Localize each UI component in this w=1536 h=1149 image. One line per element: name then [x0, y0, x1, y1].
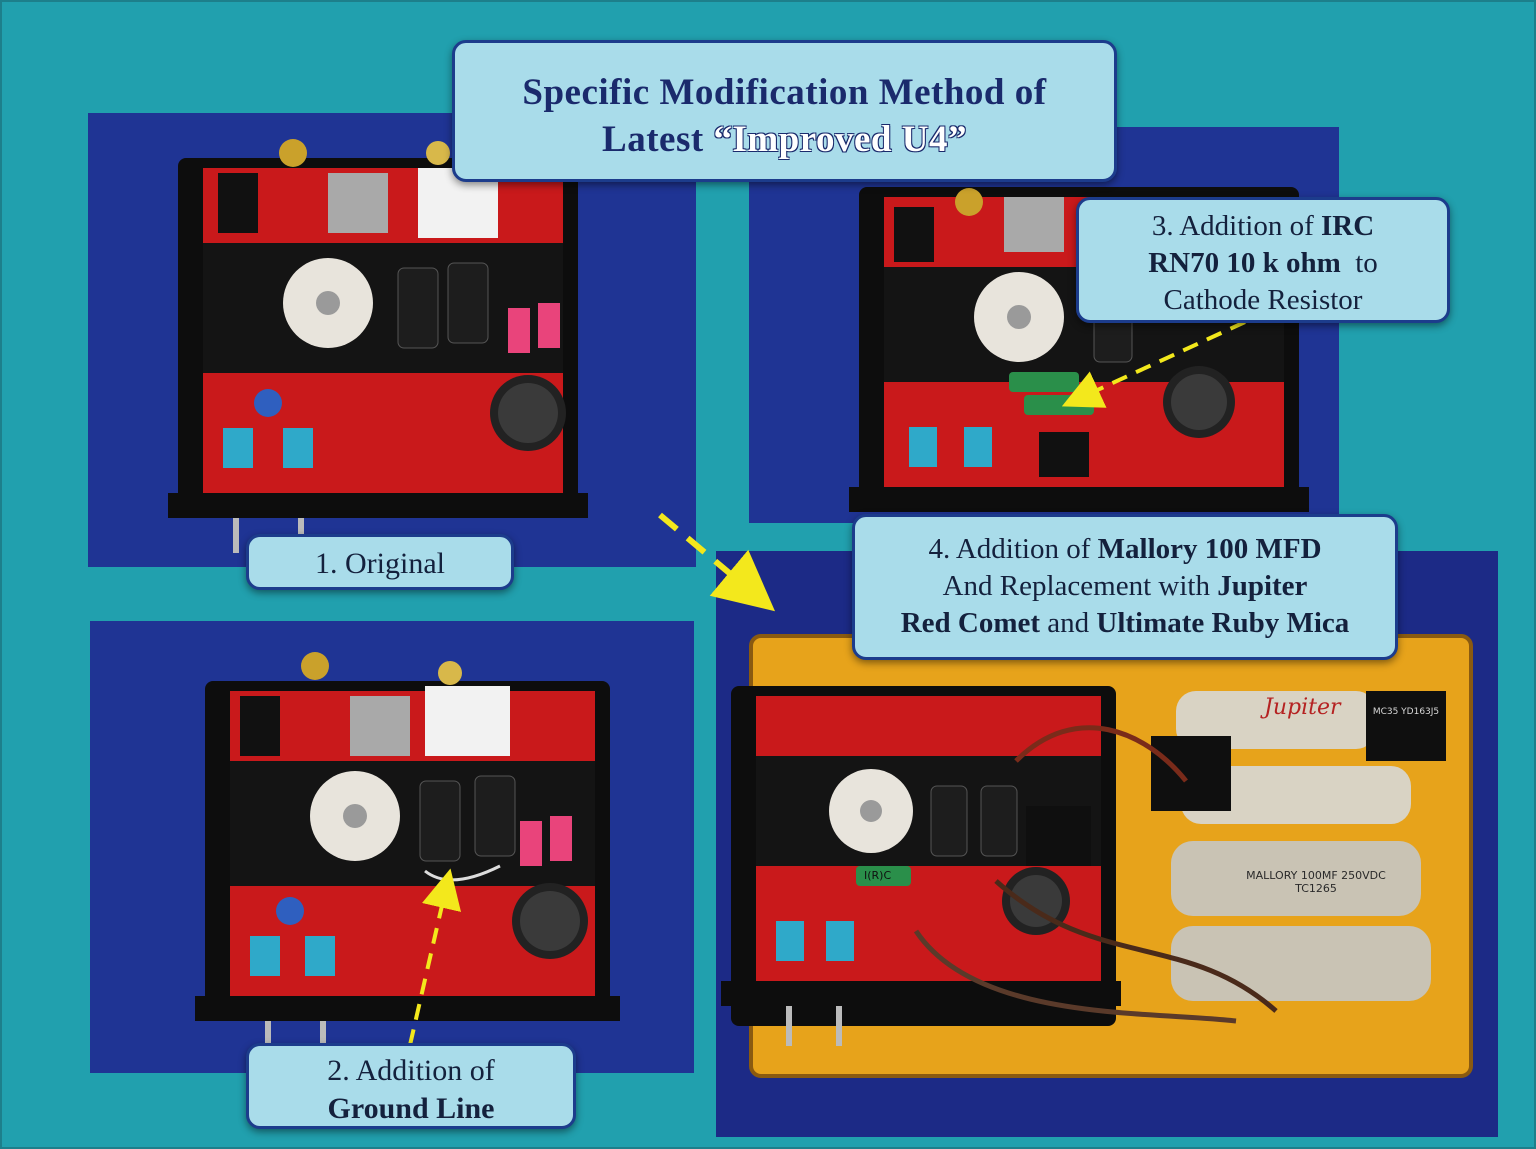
title-line-1: Specific Modification Method of — [522, 72, 1047, 113]
caption-step-4-line-1: 4. Addition of Mallory 100 MFD — [855, 531, 1395, 568]
caption-step-1-text: 1. Original — [315, 547, 445, 580]
title-callout: Specific Modification Method of Latest “… — [452, 40, 1117, 182]
caption-step-3-line-1-plain: 3. Addition of — [1151, 210, 1321, 242]
amp-board-ground-line-illustration — [90, 621, 694, 1073]
caption-step-3-line-2-plain: to — [1340, 247, 1378, 280]
caption-step-2-line-2: Ground Line — [327, 1092, 495, 1126]
caption-step-3: 3. Addition of IRC RN70 10 k ohm to Cath… — [1076, 197, 1450, 323]
amp-board-original-illustration — [88, 113, 696, 567]
caption-step-3-line-2-bold: RN70 10 k ohm — [1148, 247, 1341, 280]
photo-original — [88, 113, 696, 567]
caption-step-3-line-2: RN70 10 k ohm to — [1079, 245, 1447, 282]
jupiter-logo-text: Jupiter — [1264, 695, 1341, 720]
title-line-2: Latest “Improved U4” — [455, 116, 1114, 163]
caption-step-4-line-1-plain: 4. Addition of — [928, 533, 1098, 565]
caption-step-4-line-3-plain: and — [1040, 607, 1097, 640]
caption-step-1: 1. Original — [246, 534, 514, 590]
caption-step-3-line-1-bold: IRC — [1321, 210, 1375, 242]
amp-board-irc-resistor-illustration — [749, 127, 1339, 523]
irc-resistor-marking: I(R)C — [864, 869, 892, 882]
caption-step-4-line-3-bold-b: Ultimate Ruby Mica — [1096, 607, 1350, 640]
caption-step-2: 2. Addition of Ground Line — [246, 1043, 576, 1129]
mica-cap-marking: MC35 YD163J5 — [1372, 707, 1440, 717]
caption-step-4-line-2-plain: And Replacement with — [942, 570, 1218, 603]
caption-step-4-line-2-bold: Jupiter — [1217, 570, 1308, 603]
mallory-cap-marking: MALLORY 100MF 250VDC TC1265 — [1246, 869, 1386, 895]
photo-ground-line — [90, 621, 694, 1073]
title-line-2-prefix: Latest — [602, 119, 714, 161]
photo-irc-resistor — [749, 127, 1339, 523]
caption-step-4-line-1-bold: Mallory 100 MFD — [1097, 533, 1322, 565]
caption-step-2-line-1: 2. Addition of — [327, 1054, 495, 1087]
caption-step-4-line-3-bold-a: Red Comet — [900, 607, 1041, 640]
caption-step-4-line-3: Red Comet and Ultimate Ruby Mica — [855, 605, 1395, 642]
title-quoted-model: “Improved U4” — [713, 119, 967, 161]
caption-step-3-line-1: 3. Addition of IRC — [1079, 208, 1447, 245]
caption-step-4: 4. Addition of Mallory 100 MFD And Repla… — [852, 514, 1398, 660]
caption-step-4-line-2: And Replacement with Jupiter — [855, 568, 1395, 605]
caption-step-3-line-3: Cathode Resistor — [1163, 284, 1363, 317]
